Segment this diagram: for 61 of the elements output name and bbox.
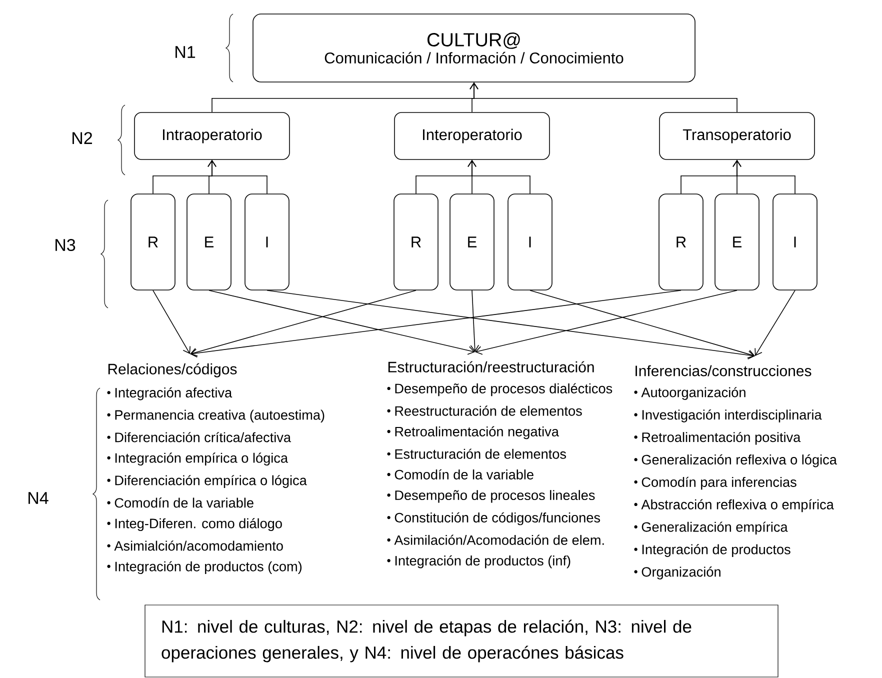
- list-item: Comodín para inferencias: [634, 476, 796, 490]
- list-item: Desempeño de procesos lineales: [387, 490, 595, 503]
- operation-box: I: [772, 194, 818, 290]
- list-item: Integración de productos: [634, 544, 790, 557]
- level-label: N1: [176, 46, 196, 58]
- list-item: Investigación interdisciplinaria: [634, 410, 822, 422]
- list-item: Generalización reflexiva o lógica: [634, 454, 837, 468]
- column-heading: Inferencias/construcciones: [636, 365, 812, 376]
- operation-box: I: [508, 194, 552, 290]
- arrow: [190, 290, 416, 356]
- root-box: CULTUR@ Comunicación / Información / Conocimiento: [252, 14, 696, 82]
- stage-box: Intraoperatorio: [134, 112, 290, 160]
- operation-box: I: [244, 194, 290, 290]
- level-label: N4: [28, 492, 48, 504]
- list-item: Comodín de la variable: [107, 498, 254, 508]
- list-item: Integración afectiva: [107, 387, 232, 400]
- list-item: Diferenciación crítica/afectiva: [107, 432, 292, 442]
- tree-arrow: [732, 160, 796, 194]
- list-item: Asimilación/Acomodación de elem.: [387, 534, 604, 545]
- arrow: [266, 290, 755, 360]
- list-item: Estructuración de elementos: [387, 448, 566, 459]
- tree-arrow: [470, 82, 738, 112]
- arrow: [754, 290, 796, 356]
- list-item: Reestructuración de elementos: [387, 406, 582, 416]
- tree-arrow: [468, 160, 530, 194]
- list-item: Integración de productos (inf): [387, 555, 570, 568]
- list-item: Constitución de códigos/funciones: [387, 512, 600, 526]
- operation-box: E: [714, 194, 760, 290]
- arrow: [470, 290, 480, 352]
- operation-box: R: [394, 194, 438, 290]
- list-item: Comodín de la variable: [387, 469, 534, 480]
- operation-box: E: [450, 194, 494, 290]
- list-item: Generalización empírica: [634, 522, 788, 535]
- list-item: Desempeño de procesos dialécticos: [387, 383, 612, 396]
- level-label: N3: [56, 238, 76, 252]
- stage-box: Transoperatorio: [659, 112, 815, 160]
- list-item: Diferenciación empírica o lógica: [107, 475, 307, 488]
- tree-arrow: [208, 160, 268, 194]
- arrow: [208, 290, 475, 355]
- operation-box: E: [186, 194, 232, 290]
- operation-box: R: [130, 194, 176, 290]
- list-item: Abstracción reflexiva o empírica: [634, 499, 834, 512]
- list-item: Retroalimentación positiva: [634, 432, 801, 445]
- stage-box: Interoperatorio: [394, 112, 550, 160]
- arrow: [530, 290, 756, 358]
- arrow: [152, 290, 190, 354]
- arrow: [475, 290, 738, 355]
- list-item: Autoorganización: [634, 387, 746, 400]
- list-item: Permanencia creativa (autoestima): [107, 410, 324, 422]
- list-item: Integración empírica o lógica: [107, 452, 288, 466]
- column-heading: Estructuración/reestructuración: [388, 361, 594, 372]
- list-item: Organización: [634, 566, 720, 580]
- operation-box: R: [658, 194, 704, 290]
- note-box: N1: nivel de culturas, N2: nivel de etapas de relación, N3: nivel de operaciones generales, y N4: nivel de operacónes básicas: [144, 604, 778, 678]
- level-label: N2: [72, 132, 92, 144]
- arrow: [190, 290, 682, 358]
- list-item: Retroalimentación negativa: [387, 426, 559, 440]
- list-item: Integ-Diferen. como diálogo: [107, 518, 282, 531]
- list-item: Integración de productos (com): [107, 561, 302, 574]
- column-heading: Relaciones/códigos: [108, 363, 237, 378]
- list-item: Asimialción/acomodamiento: [107, 540, 283, 551]
